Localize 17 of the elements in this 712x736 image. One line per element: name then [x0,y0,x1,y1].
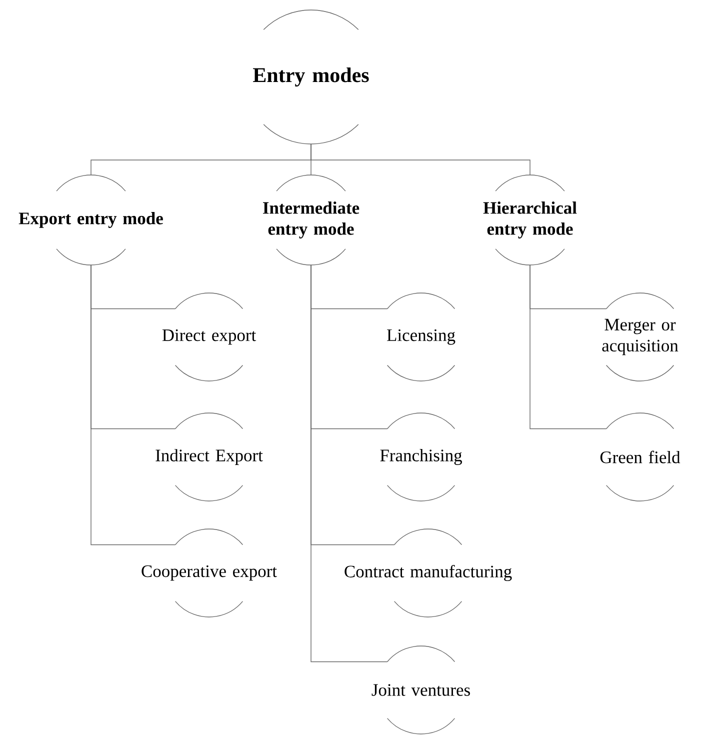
mode-node: Licensing [386,292,456,382]
category-node: Export entry mode [18,174,163,266]
mode-node: Franchising [380,412,462,502]
connector-line [310,144,530,176]
category-node: Hierarchical entry mode [483,174,577,266]
mode-node: Cooperative export [142,528,277,618]
mode-node: Merger or acquisition [602,292,678,382]
category-node: Intermediate entry mode [263,174,360,266]
mode-node: Contract manufacturing [344,528,512,618]
connector-line [310,264,388,662]
root-node: Entry modes [253,10,369,144]
mode-node: Direct export [162,292,256,382]
connector-line [90,264,176,546]
mode-node: Green field [600,412,680,502]
mode-node: Joint ventures [372,646,470,734]
connector-line [530,264,607,430]
mode-node: Indirect Export [156,412,263,502]
